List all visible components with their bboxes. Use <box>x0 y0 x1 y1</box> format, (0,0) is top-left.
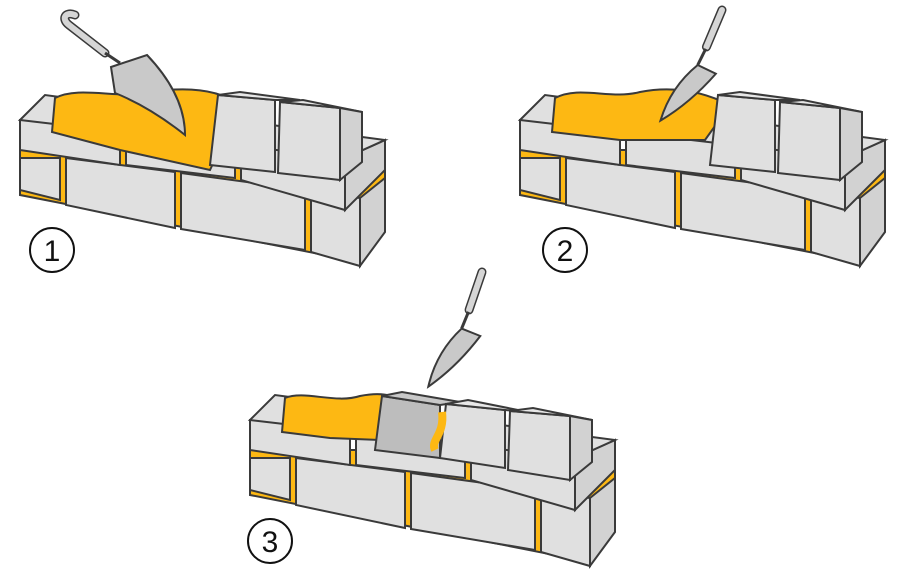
step-number-2: 2 <box>557 235 574 268</box>
step-3-wall <box>249 267 616 567</box>
new-bricks <box>708 90 863 183</box>
step-3-badge: 3 <box>247 518 293 564</box>
mortar-bed <box>550 88 732 141</box>
step-number-3: 3 <box>262 526 279 559</box>
new-bricks <box>208 90 363 183</box>
step-1-wall <box>19 14 386 267</box>
step-2-badge: 2 <box>542 227 588 273</box>
step-2-wall <box>519 5 886 267</box>
step-1-badge: 1 <box>29 227 75 273</box>
trowel-icon <box>426 267 487 389</box>
trowel-icon <box>658 5 727 123</box>
step-number-1: 1 <box>44 235 61 268</box>
new-bricks <box>373 390 593 483</box>
